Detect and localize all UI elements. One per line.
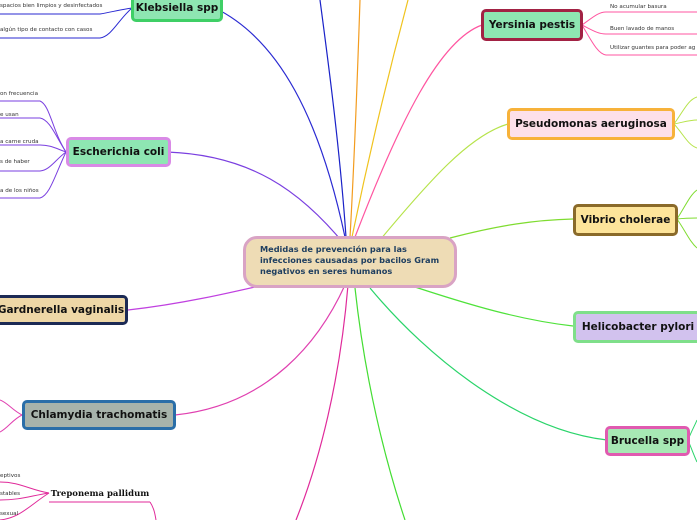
connector-chlamydia: [174, 284, 346, 416]
leaf-yersinia-3[interactable]: Utilizar guantes para poder ag: [610, 45, 696, 51]
leaf-yersinia-2[interactable]: Buen lavado de manos: [610, 26, 675, 32]
node-pseudomonas[interactable]: Pseudomonas aeruginosa: [507, 108, 675, 140]
leaf-treponema-1[interactable]: eptivos: [0, 473, 21, 479]
connector-top-orange: [349, 0, 361, 238]
leaf-escherichia-3[interactable]: a carne cruda: [0, 139, 39, 145]
connector-helicobacter: [414, 286, 574, 327]
connector-top-blue: [319, 0, 347, 238]
connector-brucella: [369, 287, 608, 441]
connector-yersinia: [354, 24, 483, 238]
leaf-treponema-3[interactable]: sexual: [0, 511, 19, 517]
node-gardnerella[interactable]: Gardnerella vaginalis: [0, 295, 128, 325]
node-yersinia[interactable]: Yersinia pestis: [481, 9, 583, 41]
node-escherichia[interactable]: Escherichia coli: [66, 137, 171, 167]
connector-escherichia: [166, 151, 346, 246]
leaf-escherichia-5[interactable]: a de los niños: [0, 188, 39, 194]
connector-bottom-green: [354, 287, 406, 520]
leaf-klebsiella-2[interactable]: algún tipo de contacto con casos: [0, 27, 93, 33]
node-treponema[interactable]: Treponema pallidum: [50, 489, 150, 499]
node-vibrio[interactable]: Vibrio cholerae: [573, 204, 678, 236]
leaf-escherichia-1[interactable]: on frecuencia: [0, 91, 38, 97]
node-helicobacter[interactable]: Helicobacter pylori: [573, 311, 697, 343]
leaf-klebsiella-1[interactable]: spacios bien limpios y desinfectados: [0, 3, 103, 9]
connector-top-yellow: [351, 0, 409, 238]
connector-vibrio: [449, 218, 574, 239]
connector-klebsiella: [214, 7, 346, 238]
connector-bottom-magenta: [295, 284, 349, 520]
leaf-escherichia-4[interactable]: s de haber: [0, 159, 30, 165]
leaf-escherichia-2[interactable]: e usan: [0, 112, 19, 118]
node-chlamydia[interactable]: Chlamydia trachomatis: [22, 400, 176, 430]
connector-pseudomonas: [379, 123, 509, 241]
node-klebsiella[interactable]: Klebsiella spp: [131, 0, 223, 22]
leaf-treponema-2[interactable]: stables: [0, 491, 20, 497]
leaf-yersinia-1[interactable]: No acumular basura: [610, 4, 667, 10]
central-topic[interactable]: Medidas de prevención para las infeccion…: [243, 236, 457, 288]
node-brucella[interactable]: Brucella spp: [605, 426, 690, 456]
